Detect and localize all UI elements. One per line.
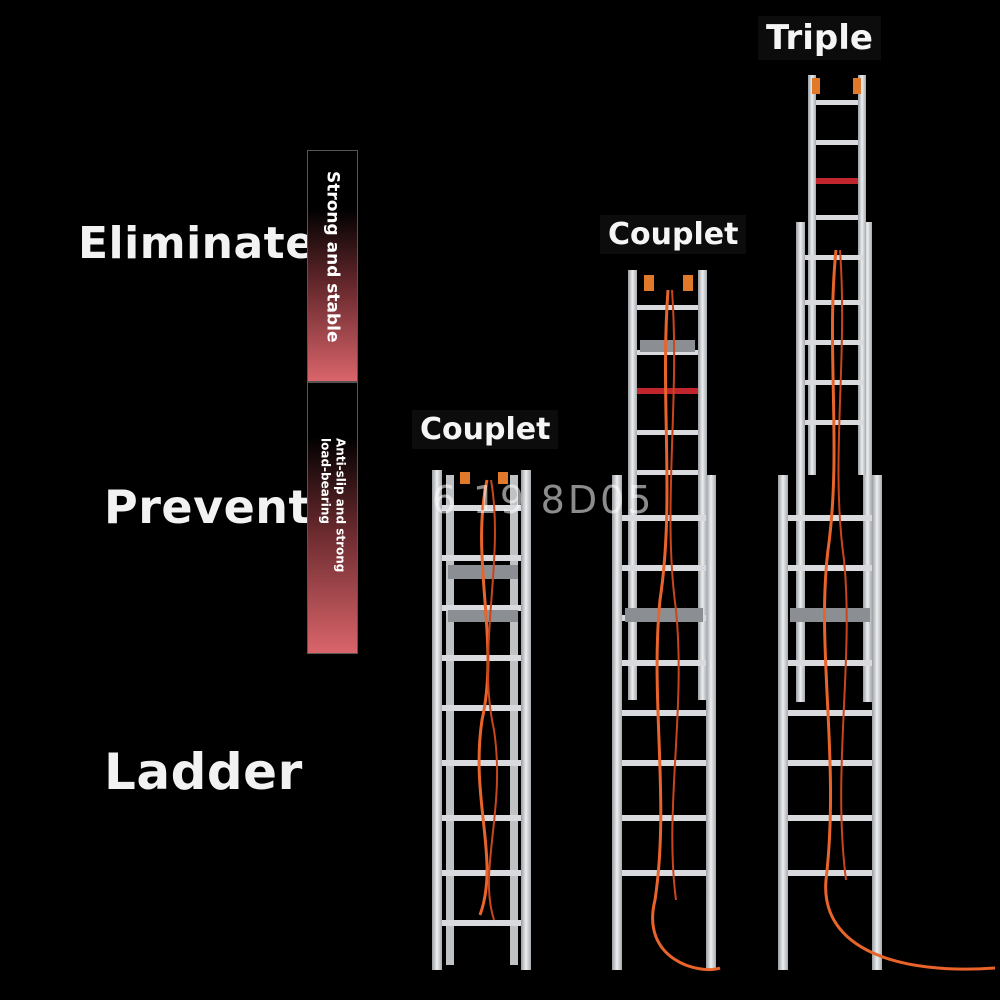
- banner-anti-slip-text: Anti-slip and strong load-bearing: [318, 438, 348, 572]
- banner-anti-slip-line1: Anti-slip and strong: [333, 438, 348, 573]
- ladder-couplet-tall: [612, 270, 721, 972]
- tag-triple: Triple: [758, 16, 881, 60]
- headline-prevent: Prevent: [104, 480, 312, 534]
- headline-eliminate: Eliminate: [78, 218, 316, 269]
- watermark: 6 19 8D05: [432, 478, 655, 522]
- ladder-triple: [778, 75, 996, 971]
- banner-anti-slip-line2: load-bearing: [318, 438, 333, 525]
- headline-ladder: Ladder: [104, 743, 303, 801]
- banner-anti-slip: Anti-slip and strong load-bearing: [307, 382, 358, 654]
- ladder-couplet-short: [432, 470, 531, 970]
- banner-strong-stable-text: Strong and stable: [322, 171, 343, 343]
- tag-couplet-short: Couplet: [412, 410, 559, 449]
- tag-couplet-tall: Couplet: [600, 215, 747, 254]
- banner-strong-stable: Strong and stable: [307, 150, 358, 382]
